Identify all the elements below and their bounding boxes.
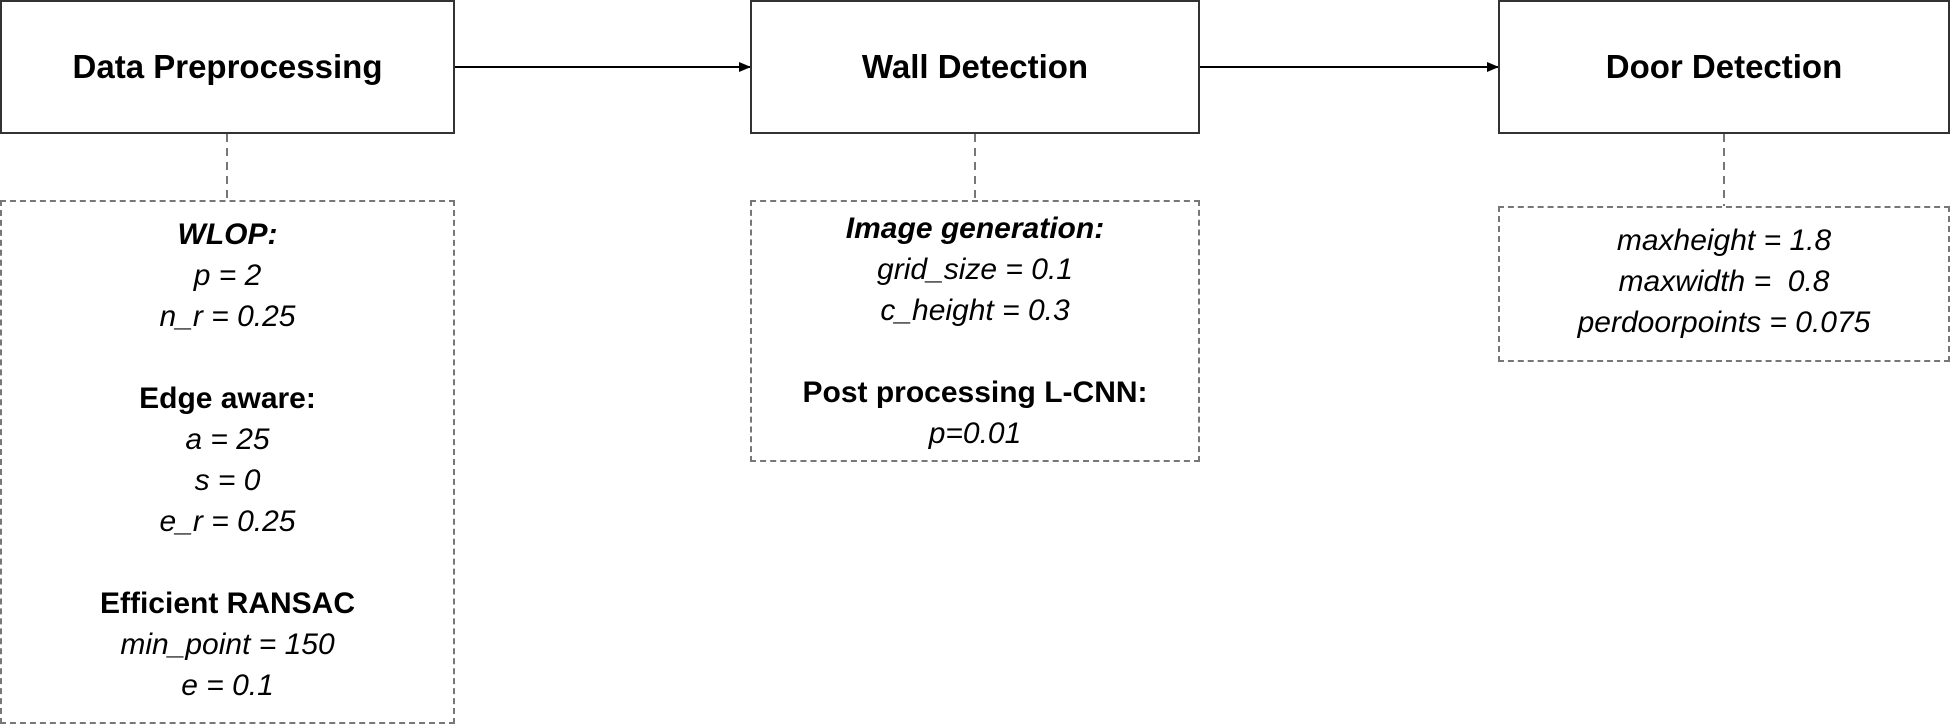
param-section-heading: Efficient RANSAC <box>99 587 355 620</box>
param-value: p=0.01 <box>928 417 1022 450</box>
param-value: maxheight = 1.8 <box>1616 224 1832 257</box>
stage-box-door-detection: Door Detection <box>1498 0 1950 134</box>
spacer <box>2 542 453 583</box>
param-section-heading: Image generation: <box>845 212 1105 245</box>
param-value: perdoorpoints = 0.075 <box>1577 306 1871 339</box>
stage-title: Data Preprocessing <box>72 48 383 85</box>
param-section-heading: WLOP: <box>177 218 278 251</box>
stage-box-data-preprocessing: Data Preprocessing <box>0 0 455 134</box>
params-box-door-detection: maxheight = 1.8 maxwidth = 0.8 perdoorpoin… <box>1498 206 1950 362</box>
param-value: a = 25 <box>185 423 270 456</box>
params-box-wall-detection: Image generation: grid_size = 0.1 c_height… <box>750 200 1200 462</box>
stage-box-wall-detection: Wall Detection <box>750 0 1200 134</box>
stage-title: Wall Detection <box>861 48 1089 85</box>
param-value: s = 0 <box>194 464 261 497</box>
param-section-heading: Edge aware: <box>139 382 316 415</box>
stage-title: Door Detection <box>1605 48 1843 85</box>
param-value: grid_size = 0.1 <box>877 253 1073 286</box>
param-value: p = 2 <box>193 259 262 292</box>
param-value: c_height = 0.3 <box>880 294 1070 327</box>
param-value: e = 0.1 <box>181 669 274 702</box>
param-value: maxwidth = 0.8 <box>1618 265 1830 298</box>
param-value: min_point = 150 <box>120 628 335 661</box>
param-section-heading: Post processing L-CNN: <box>802 376 1148 409</box>
param-value: n_r = 0.25 <box>159 300 296 333</box>
spacer <box>752 331 1198 372</box>
param-value: e_r = 0.25 <box>159 505 296 538</box>
spacer <box>2 337 453 378</box>
